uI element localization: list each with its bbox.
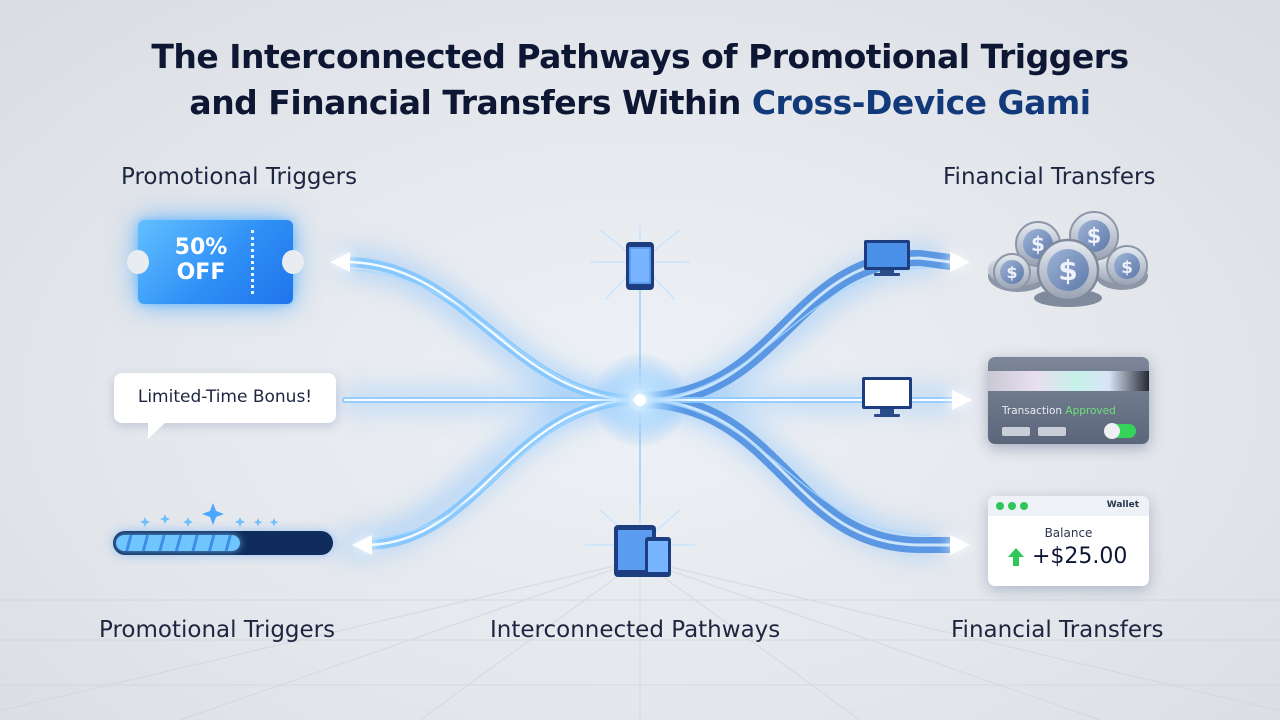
coupon-ticket: 50% OFF [127, 220, 304, 304]
wallet-title-bar: Wallet [988, 496, 1149, 516]
laptop-icon [862, 377, 912, 417]
pathway-bottom-right [632, 392, 958, 553]
card-toggle [1104, 423, 1136, 439]
arrow-left-top [330, 252, 350, 272]
title-line-2: and Financial Transfers Within Cross-Dev… [0, 80, 1280, 126]
transaction-label: Transaction [1002, 405, 1066, 417]
sparkles [140, 503, 279, 527]
title-line-2-accent: Cross-Device Gami [751, 83, 1091, 122]
card-chip-1 [1002, 427, 1030, 436]
title-line-1: The Interconnected Pathways of Promotion… [151, 37, 1129, 76]
arrow-right-top [950, 252, 970, 272]
tablet-icon [614, 525, 671, 577]
svg-text:$: $ [1121, 258, 1133, 278]
bonus-text: Limited-Time Bonus! [137, 387, 313, 407]
arrow-right-bottom [950, 535, 970, 555]
coupon-text: 50% OFF [166, 235, 236, 285]
svg-text:$: $ [1087, 224, 1102, 248]
bonus-speech-bubble: Limited-Time Bonus! [114, 373, 336, 439]
approved-label: Approved [1065, 405, 1116, 417]
card-magnetic-stripe [988, 371, 1149, 391]
monitor-icon [864, 240, 910, 276]
smartphone-icon [626, 242, 654, 290]
arrowheads [330, 252, 972, 555]
label-interconnected-pathways: Interconnected Pathways [490, 617, 781, 643]
transaction-status: Transaction Approved [1002, 405, 1116, 417]
balance-label: Balance [1044, 526, 1093, 540]
balance-amount: +$25.00 [1032, 544, 1128, 569]
arrow-left-bottom [352, 535, 372, 555]
progress-fill [116, 535, 240, 551]
label-promotional-triggers-top: Promotional Triggers [121, 164, 358, 190]
arrow-right-middle [952, 390, 972, 410]
transaction-card: Transaction Approved [988, 357, 1149, 444]
window-dot-1 [996, 502, 1004, 510]
wallet-brand: Wallet [1106, 500, 1139, 510]
svg-text:$: $ [1006, 263, 1017, 282]
svg-text:$: $ [1058, 254, 1077, 287]
progress-bar [113, 531, 333, 555]
coupon-perforation [251, 230, 254, 294]
label-financial-transfers-top: Financial Transfers [943, 164, 1156, 190]
wallet-window: Wallet Balance +$25.00 [988, 496, 1149, 586]
floor-grid [0, 559, 1280, 720]
coupon-off: OFF [176, 260, 226, 285]
window-dot-3 [1020, 502, 1028, 510]
label-promotional-triggers-bottom: Promotional Triggers [99, 617, 336, 643]
coins-icon: $ $ $ $ $ [988, 211, 1148, 307]
window-dot-2 [1008, 502, 1016, 510]
card-chip-2 [1038, 427, 1066, 436]
label-financial-transfers-bottom: Financial Transfers [951, 617, 1164, 643]
coupon-percent: 50% [174, 235, 228, 260]
page-title: The Interconnected Pathways of Promotion… [0, 34, 1280, 126]
title-line-2-main: and Financial Transfers Within [189, 83, 752, 122]
svg-text:$: $ [1031, 232, 1045, 256]
arrow-up-icon [1008, 548, 1024, 566]
